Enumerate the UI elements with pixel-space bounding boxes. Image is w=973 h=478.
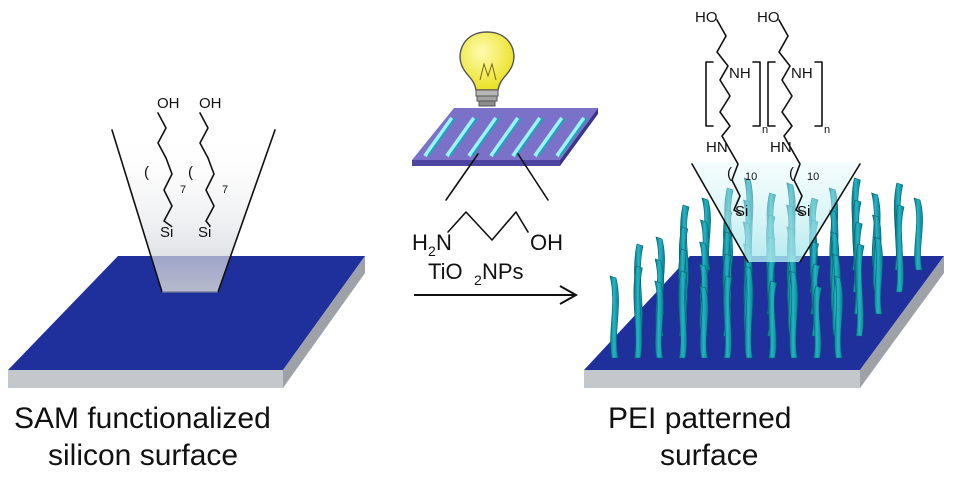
right-n-2: n bbox=[824, 124, 830, 136]
pei-pillar bbox=[678, 270, 688, 359]
left-substrate-top bbox=[8, 256, 365, 370]
right-si-2: Si bbox=[797, 203, 810, 220]
right-panel: HO HO NH NH n n HN HN ( ( 10 10 Si Si PE… bbox=[584, 9, 944, 472]
bracket-right-1 bbox=[752, 61, 761, 127]
pei-pillar bbox=[895, 204, 905, 293]
right-paren-1: ( bbox=[727, 165, 732, 182]
catalyst-tio: TiO bbox=[428, 259, 463, 284]
left-substrate-side bbox=[283, 256, 365, 388]
right-repeat-1: 10 bbox=[745, 171, 757, 183]
left-paren-1: ( bbox=[144, 164, 149, 181]
pei-pillar bbox=[743, 265, 754, 359]
left-panel: OH OH ( ( 7 7 Si Si SAM functionalized s… bbox=[8, 95, 365, 472]
right-substrate-side bbox=[860, 256, 944, 388]
reactant-oh: OH bbox=[530, 230, 563, 255]
right-chain-1 bbox=[716, 19, 742, 215]
right-chain-2 bbox=[778, 19, 804, 215]
right-nh-2: NH bbox=[791, 65, 813, 82]
bracket-left-2 bbox=[767, 61, 776, 127]
right-nh-1: NH bbox=[729, 65, 751, 82]
left-chain-1 bbox=[157, 112, 173, 227]
right-repeat-2: 10 bbox=[807, 171, 819, 183]
pei-pillar bbox=[723, 275, 733, 359]
right-ho-1: HO bbox=[695, 9, 718, 26]
pei-pillar bbox=[633, 265, 643, 359]
left-si-1: Si bbox=[160, 224, 173, 241]
middle-panel: H 2 N OH TiO 2 NPs bbox=[412, 31, 598, 305]
pei-pillar bbox=[609, 275, 619, 359]
right-zoom-funnel bbox=[690, 162, 862, 262]
left-caption-line2: silicon surface bbox=[48, 439, 238, 472]
right-substrate-front bbox=[584, 370, 860, 388]
pei-pillar bbox=[654, 280, 664, 359]
pei-pillar bbox=[913, 197, 923, 271]
left-paren-2: ( bbox=[188, 164, 193, 181]
left-repeat-1: 7 bbox=[180, 184, 186, 196]
left-zoom-funnel bbox=[112, 130, 275, 292]
left-caption-line1: SAM functionalized bbox=[14, 402, 271, 435]
reaction-arrow bbox=[414, 285, 579, 305]
bracket-left-1 bbox=[705, 61, 714, 127]
left-substrate-front bbox=[8, 370, 283, 388]
left-repeat-2: 7 bbox=[222, 184, 228, 196]
catalyst-nps: NPs bbox=[482, 259, 524, 284]
pei-pillar bbox=[855, 243, 865, 337]
reactant-h: H bbox=[412, 230, 428, 255]
pei-pillar bbox=[873, 236, 883, 315]
left-chain-2 bbox=[199, 112, 215, 227]
light-bulb-icon bbox=[459, 31, 515, 107]
striped-photomask-icon bbox=[412, 108, 598, 166]
pei-pillar bbox=[788, 270, 799, 359]
right-caption-line1: PEI patterned bbox=[608, 402, 791, 435]
left-oh-1: OH bbox=[157, 95, 180, 112]
pei-pillar bbox=[699, 285, 709, 359]
right-caption-line2: surface bbox=[660, 439, 758, 472]
right-si-1: Si bbox=[735, 203, 748, 220]
catalyst-subscript: 2 bbox=[474, 272, 482, 288]
pei-pillar bbox=[767, 280, 778, 359]
pei-pillar bbox=[812, 285, 822, 359]
ethanolamine-bonds bbox=[447, 211, 529, 241]
pei-pillar bbox=[833, 275, 843, 359]
right-paren-2: ( bbox=[789, 165, 794, 182]
left-oh-2: OH bbox=[199, 95, 222, 112]
right-ho-2: HO bbox=[757, 9, 780, 26]
bracket-right-2 bbox=[814, 61, 823, 127]
right-n-1: n bbox=[762, 124, 768, 136]
reactant-n: N bbox=[436, 230, 452, 255]
right-hn-1: HN bbox=[706, 139, 728, 156]
right-hn-2: HN bbox=[770, 139, 792, 156]
reactant-h-subscript: 2 bbox=[428, 243, 436, 259]
left-si-2: Si bbox=[198, 224, 211, 241]
